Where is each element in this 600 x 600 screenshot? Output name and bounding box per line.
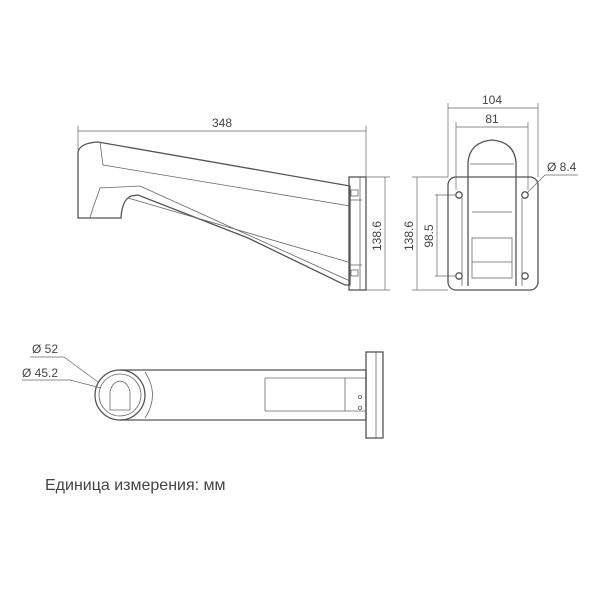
dim-plate-height: 138.6 xyxy=(402,176,448,291)
dim-hole-spacing: 98.5 xyxy=(422,194,456,277)
arm-outline xyxy=(77,141,351,286)
mounting-plate xyxy=(447,176,539,291)
dim-hole-diameter: Ø 8.4 xyxy=(526,160,578,194)
top-view: Ø 52 Ø 45.2 xyxy=(22,342,384,439)
dim-plate-width: 104 xyxy=(447,93,539,177)
dim-plate-inner-width-label: 81 xyxy=(485,112,499,126)
side-flange xyxy=(348,176,367,291)
dim-outer-diameter-label: Ø 52 xyxy=(32,342,58,356)
dim-plate-height-label: 138.6 xyxy=(402,221,416,251)
dim-hole-spacing-label: 98.5 xyxy=(422,224,436,248)
dim-inner-diameter: Ø 45.2 xyxy=(22,366,102,389)
dim-plate-width-label: 104 xyxy=(482,93,502,107)
arm-front-profile xyxy=(467,139,517,286)
tube-outer-circle xyxy=(94,369,146,421)
side-view: 348 138.6 xyxy=(77,116,390,291)
dim-side-height: 138.6 xyxy=(366,176,390,291)
dim-plate-inner-width: 81 xyxy=(455,112,529,190)
front-view: 104 81 Ø 8.4 xyxy=(402,93,578,291)
dim-length: 348 xyxy=(77,116,367,177)
dim-length-label: 348 xyxy=(212,116,232,130)
tube-inner-circle xyxy=(98,373,142,417)
arm-bottom-edge xyxy=(97,185,351,282)
dim-outer-diameter: Ø 52 xyxy=(30,342,99,383)
top-arm-outline xyxy=(120,369,367,421)
dim-inner-diameter-label: Ø 45.2 xyxy=(22,366,58,380)
unit-note: Единица измерения: мм xyxy=(45,477,226,494)
top-flange xyxy=(357,351,384,439)
dim-side-height-label: 138.6 xyxy=(370,221,384,251)
arm-top-edge xyxy=(99,141,351,207)
mounting-holes xyxy=(455,191,529,280)
dim-hole-diameter-label: Ø 8.4 xyxy=(547,160,577,174)
